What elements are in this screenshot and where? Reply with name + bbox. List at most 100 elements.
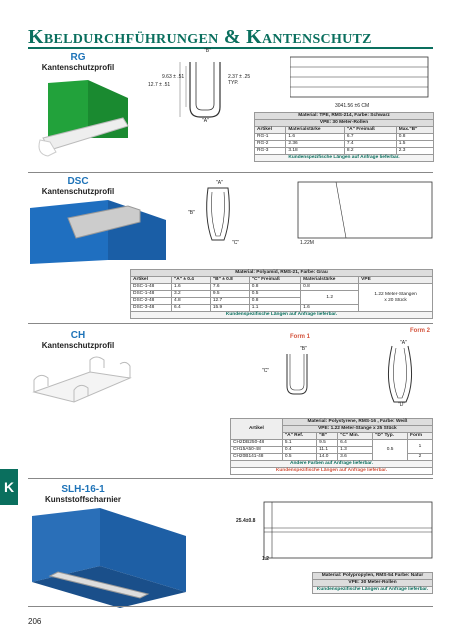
dsc-cell: DSC-2-48 <box>130 297 172 305</box>
ch-cell: CH20B141-48 <box>230 453 283 461</box>
dsc-code: DSC <box>67 176 89 187</box>
rg-cell: RG-2 <box>253 140 287 148</box>
ch-dim-b: "B" <box>300 346 307 352</box>
rg-product-image <box>38 80 129 157</box>
slh-dim-width: 25.4±0.8 <box>236 518 256 524</box>
dsc-col-5: VPE <box>358 276 433 284</box>
ch-table-note1: Andere Farben auf Anfrage lieferbar. <box>230 460 433 468</box>
slh-product-image <box>32 508 186 608</box>
ch-cell: 0.5 <box>281 453 318 461</box>
dsc-col-0: Artikel <box>130 276 172 284</box>
ch-cell: 6.4 <box>337 439 374 447</box>
dsc-cell: 1.6 <box>170 283 211 291</box>
ch-spec-table: Artikel Material: Polystyrene, RMS-16 , … <box>230 418 434 475</box>
rg-strip-drawing <box>290 56 429 98</box>
table-row: RG-3 3.18 8.2 2.3 <box>253 147 435 155</box>
ch-cell: 2 <box>407 453 433 461</box>
ch-code: CH <box>70 330 86 341</box>
rg-table-note: Kundenspezifische Längen auf Anfrage lie… <box>254 154 434 162</box>
dsc-table-note: Kundenspezifische Längen auf Anfrage lie… <box>130 311 433 319</box>
ch-cell: 1.3 <box>337 446 374 454</box>
dsc-cell: 3.2 <box>170 290 211 298</box>
rg-code: RG <box>70 52 86 63</box>
dsc-cell: 7.6 <box>209 283 250 291</box>
dsc-col-1: "A" ± 0.4 <box>170 276 211 284</box>
rg-dim-b: "B" <box>204 48 211 54</box>
rg-subtitle: Kantenschutzprofil <box>41 63 115 72</box>
dsc-col-3: "C" Freimaß <box>248 276 302 284</box>
ch-table-header1: Material: Polystyrene, RMS-16 , Farbe: W… <box>281 418 434 426</box>
ch-col-2: "C" Min. <box>337 432 374 440</box>
rg-spec-table: Material: TPE, RMS-214, Farbe: Schwarz V… <box>253 112 435 162</box>
dsc-cell: 12.7 <box>209 297 250 305</box>
ch-table-header2: VPE: 1.22 Meter-Stange x 25 Stück <box>281 425 434 433</box>
dsc-merged-thickness: 1.2 <box>300 290 360 305</box>
slh-heading: SLH-16-1 Kunststoffscharnier <box>38 484 128 504</box>
dsc-cell: 0.8 <box>248 283 302 291</box>
rg-cell: 0.8 <box>395 133 435 141</box>
rg-heading: RG Kantenschutzprofil <box>28 52 128 72</box>
ch-form1-drawing <box>286 354 308 395</box>
dsc-dim-c: "C" <box>232 240 240 246</box>
ch-cell: 11.1 <box>316 446 339 454</box>
section-divider <box>28 323 433 324</box>
dsc-cell: 0.8 <box>300 283 360 291</box>
slh-table-note: Kundenspezifische Längen auf Anfrage lie… <box>312 586 433 594</box>
section-divider <box>28 172 433 173</box>
dsc-heading: DSC Kantenschutzprofil <box>28 176 128 196</box>
table-row: RG-1 1.6 6.7 0.8 <box>253 133 435 141</box>
rg-dim-1: 12.7 ± .51 <box>148 82 171 88</box>
dsc-cell: DSC-3-48 <box>130 304 172 312</box>
rg-cell: 8.2 <box>343 147 397 155</box>
ch-form2-drawing <box>388 345 412 403</box>
slh-table-header1: Material: Polypropylen, RMS-54 Farbe: Na… <box>312 572 433 580</box>
dsc-subtitle: Kantenschutzprofil <box>41 187 115 196</box>
ch-cell: CH2DB250-48 <box>230 439 283 447</box>
rg-cell: 2.3 <box>395 147 435 155</box>
rg-cell: RG-1 <box>253 133 287 141</box>
dsc-cell: 6.4 <box>170 304 211 312</box>
dsc-profile-drawing <box>206 187 230 241</box>
rg-dim-length: 3041.56 ±6 CM <box>335 103 370 109</box>
ch-col-0: "A" Ref. <box>281 432 318 440</box>
ch-dim-a: "A" <box>400 340 407 346</box>
dsc-cell: DSC-1-48 <box>130 290 172 298</box>
ch-cell: 3.6 <box>337 453 374 461</box>
page-title: Kbeldurchführungen & Kantenschutz <box>28 26 372 48</box>
section-divider <box>28 478 433 479</box>
table-row: CH2DB250-48 5.1 9.5 6.4 0.5 1 <box>230 439 433 461</box>
ch-dim-c: "C" <box>262 368 270 374</box>
ch-merged-d: 0.5 <box>372 439 409 461</box>
ch-cell: 9.5 <box>316 439 339 447</box>
rg-dim-a: "A" <box>202 118 209 124</box>
slh-strip-drawing <box>263 501 433 559</box>
slh-code: SLH-16-1 <box>61 484 105 495</box>
rg-table-header2: VPE: 30 Meter-Rollen <box>254 119 434 127</box>
table-row: RG-2 2.36 7.4 1.5 <box>253 140 435 148</box>
dsc-cell: 0.5 <box>248 290 302 298</box>
ch-table-note2: Kundenspezifische Längen auf Anfrage lie… <box>230 467 433 475</box>
ch-product-image <box>32 356 132 403</box>
ch-cell: 5.1 <box>281 439 318 447</box>
slh-table-header2: VPE: 30 Meter-Rollen <box>312 579 433 587</box>
ch-col-1: "B" <box>316 432 339 440</box>
rg-dim-3: 2.37 ± .25 TYP. <box>228 74 251 86</box>
dsc-cell: 15.9 <box>209 304 250 312</box>
slh-dim-thickness: 1.2 <box>262 556 269 562</box>
dsc-cell: DSC-1-48 <box>130 283 172 291</box>
dsc-product-image <box>30 200 166 264</box>
dsc-cell: 1.6 <box>300 304 360 312</box>
ch-form2-label: Form 2 <box>410 328 431 334</box>
ch-col-4: Form <box>407 432 433 440</box>
section-divider <box>28 606 433 607</box>
dsc-cell: 4.8 <box>170 297 211 305</box>
rg-cell: RG-3 <box>253 147 287 155</box>
slh-subtitle: Kunststoffscharnier <box>44 495 121 504</box>
rg-cell: 6.7 <box>343 133 397 141</box>
dsc-cell: 9.5 <box>209 290 250 298</box>
dsc-col-2: "B" ± 0.8 <box>209 276 250 284</box>
dsc-dim-b: "B" <box>188 210 195 216</box>
ch-merged-form: 1 <box>407 439 433 454</box>
dsc-strip-drawing <box>297 181 433 239</box>
title-rule <box>28 47 433 49</box>
